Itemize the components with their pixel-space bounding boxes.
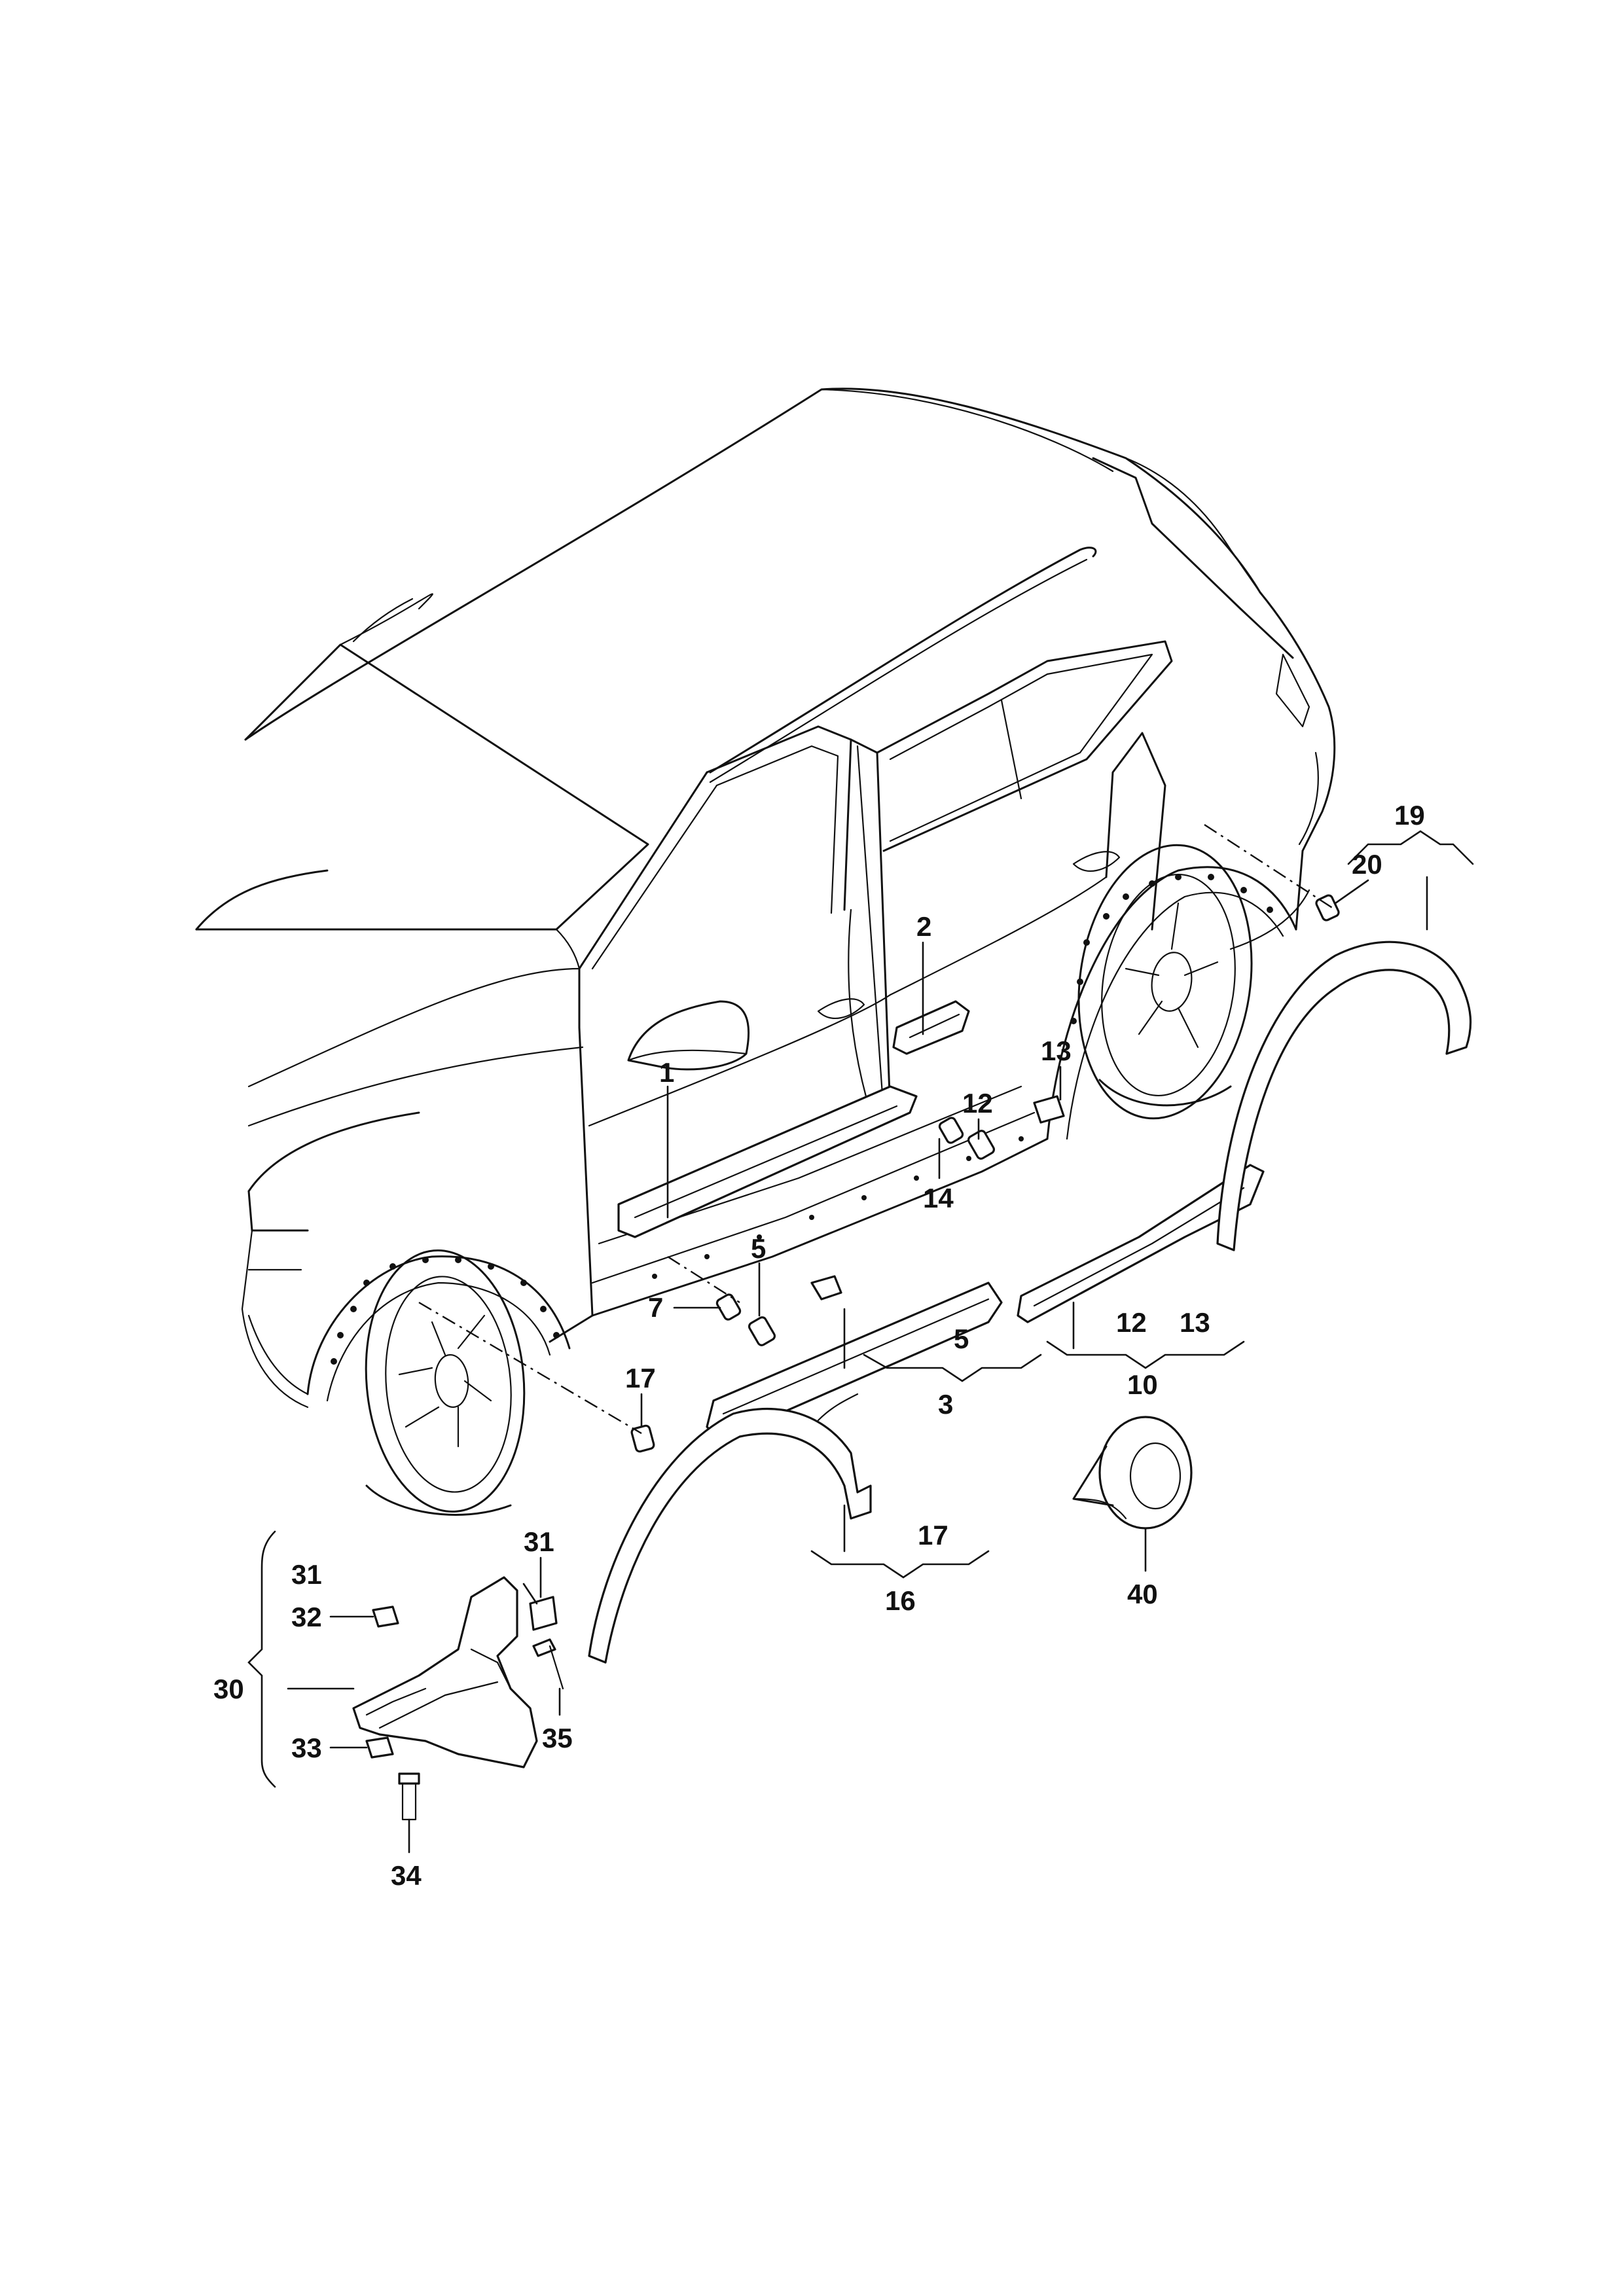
- callout-33: 33: [291, 1732, 322, 1763]
- callout-12-upper: 12: [962, 1088, 993, 1119]
- rear-arch-trim-part: [1216, 941, 1472, 1251]
- rear-door-trim-part: [892, 1000, 970, 1055]
- callout-32: 32: [291, 1602, 322, 1632]
- callout-31-top: 31: [524, 1526, 554, 1557]
- callout-31-left: 31: [291, 1559, 322, 1590]
- callout-1: 1: [659, 1057, 674, 1088]
- callout-16: 16: [885, 1585, 916, 1616]
- wheelhouse-liner-part: [352, 1576, 538, 1768]
- callout-10: 10: [1127, 1369, 1158, 1400]
- callout-17-upper: 17: [625, 1363, 656, 1393]
- callout-20: 20: [1352, 849, 1382, 880]
- callout-19: 19: [1394, 800, 1425, 831]
- callout-12-brace: 12: [1116, 1307, 1147, 1338]
- callout-labels: 1 2 3 5 5 7 10 12 12 13 13 14 16 17 17 1…: [213, 800, 1425, 1891]
- adhesive-tape-roll-part: [1072, 1416, 1193, 1530]
- callout-40: 40: [1127, 1579, 1158, 1609]
- callout-17-brace: 17: [918, 1520, 948, 1551]
- rear-sill-panel-part: [1017, 1164, 1265, 1323]
- front-sill-panel-part: [706, 1282, 1003, 1441]
- callout-5-brace: 5: [954, 1323, 969, 1354]
- callout-35: 35: [542, 1723, 573, 1753]
- front-door-trim-part: [617, 1085, 918, 1238]
- callout-14: 14: [923, 1183, 954, 1213]
- callout-7: 7: [648, 1292, 663, 1323]
- callout-2: 2: [916, 911, 931, 942]
- callout-30: 30: [213, 1674, 244, 1704]
- callout-3: 3: [938, 1389, 953, 1420]
- callout-13-upper: 13: [1041, 1035, 1072, 1066]
- vehicle-body-outline: [195, 387, 1336, 1516]
- callout-5-upper: 5: [751, 1233, 766, 1264]
- sill-centerline: [667, 1255, 740, 1304]
- callout-13-brace: 13: [1180, 1307, 1210, 1338]
- front-arch-trim-part: [588, 1407, 872, 1664]
- fastener-holes: [331, 874, 1273, 1365]
- front-arch-centerline: [418, 1301, 642, 1435]
- rear-arch-centerline: [1204, 823, 1336, 911]
- callout-34: 34: [391, 1860, 422, 1891]
- leader-lines: [247, 830, 1474, 1854]
